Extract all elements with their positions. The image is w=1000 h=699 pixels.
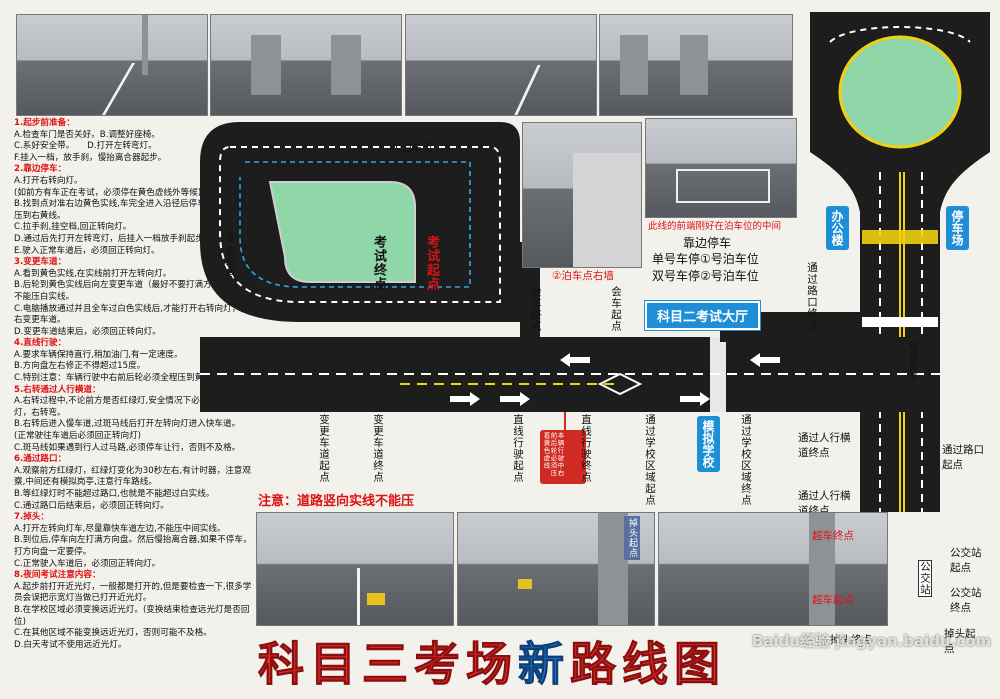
label-booth: 模拟岗亭 [907, 342, 917, 382]
rule-line: D.通过后先打开左转弯灯，后挂入一档放手刹起步。 [14, 233, 213, 244]
rule-line: A.打开左转向灯车,尽量靠快车道左边,不能压中间实线。 [14, 523, 226, 534]
rule-line: A.检查车门是否关好。B.调整好座椅。 [14, 129, 160, 140]
rule-heading: 7.掉头： [14, 512, 50, 523]
label-bus-end: 公交站终点 [950, 587, 982, 614]
label-overtake-end: 超车终点 [812, 530, 854, 542]
main-road [200, 337, 940, 412]
label-pull-over: 靠边停车 [683, 236, 732, 250]
photo-start-area [16, 14, 208, 116]
rule-line: C.特别注意：车辆行驶中右前后轮必须全程压到黄色虚线。 [14, 373, 238, 384]
label-exam-end: 考试终点 [371, 235, 386, 291]
label-lane-change-end: 变更车道终点 [372, 414, 384, 483]
label-front-line-note: 此线的前端刚好在泊车位的中间 [648, 221, 782, 232]
rule-line: (如前方有车正在考试，必须停在黄色虚线外等候) [14, 187, 202, 198]
photo-underpass-1 [210, 14, 402, 116]
label-single: 单号车停①号泊车位 [652, 252, 759, 266]
label-junction-start: 通过路口起点 [942, 444, 984, 471]
photo-wall [522, 122, 642, 268]
red-note-box [540, 430, 586, 484]
notice: 注意：道路竖向实线不能压 [258, 494, 415, 509]
title-part2: 新 [518, 637, 570, 692]
rule-line: A.右转过程中,不论前方是否红绿灯,安全情况下必须打开右转灯，右转弯。 [14, 396, 243, 418]
rule-line: D.变更车道结束后，必须回正转向灯。 [14, 326, 161, 337]
label-parking-2: ②泊车点 [224, 232, 236, 280]
hall-badge: 科目二考试大厅 [645, 301, 761, 330]
rule-heading: 6.通过路口： [14, 454, 67, 465]
rules-panel: 1.起步前准备：A.检查车门是否关好。B.调整好座椅。C.系好安全带。 D.打开… [14, 118, 252, 651]
label-crosswalk-end-1: 通过人行横道终点 [798, 432, 851, 459]
rule-heading: 3.变更车道： [14, 257, 67, 268]
label-uturn-end: 掉头终点 [830, 634, 872, 646]
rule-line: C.通过路口后结束后，必须回正转向灯。 [14, 500, 169, 511]
rule-heading: 1.起步前准备： [14, 118, 75, 128]
rule-line: C.在其他区域不能变换远近光灯，否则可能不及格。 [14, 628, 212, 639]
label-school-start: 通过学校区域起点 [644, 414, 656, 506]
office-badge: 办公楼 [826, 206, 849, 250]
route-map [200, 12, 990, 512]
label-meet-start: 会车起点 [610, 286, 622, 332]
rule-heading: 4.直线行驶： [14, 338, 67, 349]
parking-lot-badge: 停车场 [946, 206, 969, 250]
rule-line: C.拉手刹,挂空档,回正转向灯。 [14, 222, 132, 233]
rule-line: B.在学校区域必须变换远近光灯。(变换结束检查远光灯是否回位) [14, 604, 250, 627]
label-straight-start: 直线行驶起点 [512, 414, 524, 483]
photo-underpass-2 [405, 14, 597, 116]
title-part3: 路线图 [570, 637, 726, 692]
rule-line: A.打开右转向灯。 [14, 175, 83, 186]
label-uturn-start: 掉头起点 [944, 628, 976, 655]
label-double: 双号车停②号泊车位 [652, 269, 759, 283]
label-pass-junction-end: 通过路口终点 [806, 262, 818, 331]
rule-line: A.要求车辆保持直行,稍加油门,有一定速度。 [14, 349, 183, 360]
rule-line: B.右转后进入慢车道,过斑马线后打开左转向灯进入快车道。(正常驶往车道后必须回正… [14, 419, 241, 442]
rule-line: B.等红绿灯时不能超过路口,也就是不能超过白实线。 [14, 489, 215, 499]
rule-line: A.看到黄色实线,在实线前打开左转向灯。 [14, 268, 172, 279]
rule-line: B.到位后,停车向左打满方向盘。然后慢抬离合器,如果不停车，打方向盘一定要停。 [14, 535, 252, 557]
rule-heading: 8.夜间考试注意内容： [14, 570, 101, 581]
circuit-track [200, 122, 520, 322]
rule-line: C.斑马线如果遇到行人过马路,必须停车让行，否则不及格。 [14, 442, 241, 453]
school-badge: 模拟学校 [697, 416, 720, 472]
label-overtake-start: 超车起点 [812, 594, 854, 606]
label-straight-end: 直线行驶终点 [580, 414, 592, 483]
page-title: 科目三考场新路线图 [258, 628, 726, 694]
label-meet-end: 会车终点 [530, 286, 542, 332]
label-bus-start: 公交站起点 [950, 547, 982, 574]
label-bus-stop: 公交站 [918, 560, 932, 597]
rule-line: A.观察前方红绿灯，红绿灯变化为30秒左右,有计时器，注意观察,中间还有模拟岗亭… [14, 465, 251, 488]
rule-line: F.挂入一档，放手刹，慢抬离合器起步。 [14, 152, 167, 163]
photo-parking-slot [645, 118, 797, 218]
label-parking-1: ①泊车点 [392, 142, 433, 154]
rule-line: B.方向盘左右修正不得超过15度。 [14, 361, 146, 372]
title-part1: 科目三考场 [258, 637, 518, 692]
rule-line: C.正常驶入车道后，必须回正转向灯。 [14, 558, 161, 569]
label-parking-wall: ②泊车点右墙 [552, 270, 614, 282]
rule-line: E.驶入正常车道后，必须回正转向灯。 [14, 245, 160, 256]
photo-bottom-1 [256, 512, 454, 626]
rule-line: B.后轮到黄色实线后向左变更车道（最好不要打满方向盘）且不能压白实线。 [14, 280, 247, 302]
lane-arrows [450, 353, 780, 406]
label-school-end: 通过学校区域终点 [740, 414, 752, 506]
rule-heading: 2.靠边停车： [14, 164, 67, 175]
label-exam-start: 考试起点 [424, 235, 439, 291]
rule-line: B.找到点对准右边黄色实线,车完全进入沿径后停车,前后轮必须压到右黄线。 [14, 199, 252, 221]
watermark: Baidu经验 jingyan.baidu.com [752, 632, 992, 650]
photo-bottom-3 [658, 512, 888, 626]
rule-line: C.系好安全带。 D.打开左转弯灯。 [14, 141, 157, 152]
photo-sign-uturn: 掉头起点 [624, 516, 640, 560]
label-lane-change-start: 变更车道起点 [318, 414, 330, 483]
rule-heading: 5.右转通过人行横道： [14, 384, 101, 395]
photo-bottom-2 [457, 512, 655, 626]
rule-line: C.电脑播放通过并且全车过白色实线后,才能打开右转向灯，向右变更车道。 [14, 303, 249, 326]
rule-line: D.白天考试不使用远近光灯。 [14, 639, 127, 650]
rule-line: A.起步前打开近光灯，一般都是打开的,但是要检查一下,很多学员会误把示宽灯当做已… [14, 581, 252, 604]
label-red-note: 本辆行驶中右前后轮必须压着黄色虚线 [542, 432, 564, 477]
photo-underpass-3 [599, 14, 793, 116]
